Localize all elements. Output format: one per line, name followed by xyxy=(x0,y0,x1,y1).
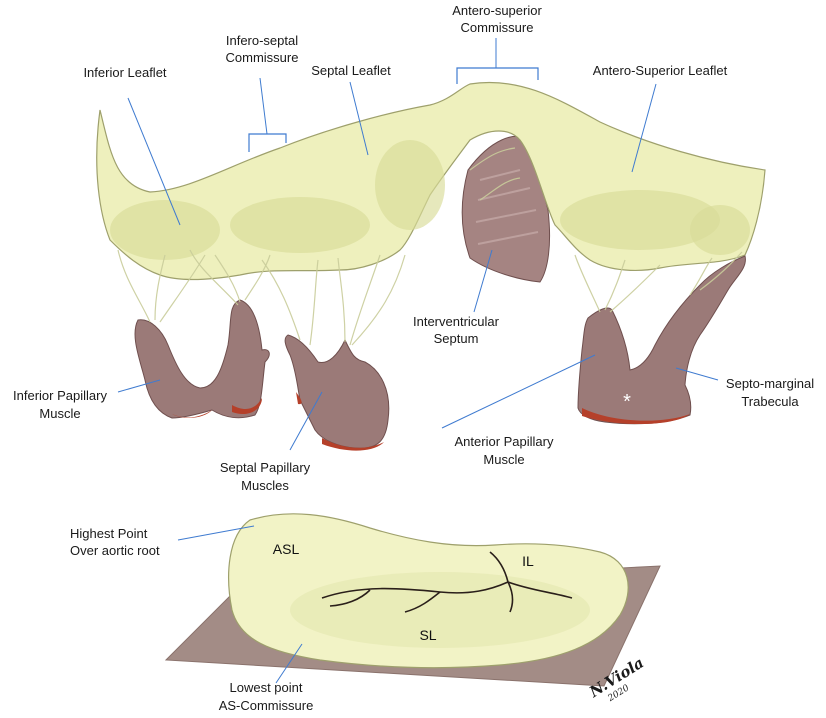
label-anterior-papillary-muscle-2: Muscle xyxy=(483,452,524,467)
label-septal-leaflet: Septal Leaflet xyxy=(311,63,391,78)
chordae-tendineae xyxy=(117,147,743,346)
label-lowest-point-1: Lowest point xyxy=(230,680,303,695)
top-labels: Antero-superior Commissure Infero-septal… xyxy=(13,3,814,493)
annulus-label-asl: ASL xyxy=(273,541,300,557)
label-infero-septal-commissure-2: Commissure xyxy=(226,50,299,65)
label-septo-marginal-trabecula-2: Trabecula xyxy=(741,394,799,409)
label-inferior-leaflet: Inferior Leaflet xyxy=(83,65,166,80)
label-highest-point-1: Highest Point xyxy=(70,526,148,541)
septal-papillary-muscles-shape xyxy=(284,334,390,449)
anterior-papillary-muscle-shape xyxy=(577,255,746,425)
infero-septal-commissure-bracket xyxy=(248,133,287,152)
label-inferior-papillary-muscle-2: Muscle xyxy=(39,406,80,421)
asterisk-marker: * xyxy=(623,391,631,413)
label-antero-superior-commissure-2: Commissure xyxy=(461,20,534,35)
leader-lines-bottom xyxy=(177,525,303,684)
label-interventricular-septum-2: Septum xyxy=(434,331,479,346)
label-infero-septal-commissure-1: Infero-septal xyxy=(226,33,298,48)
label-inferior-papillary-muscle-1: Inferior Papillary xyxy=(13,388,107,403)
label-interventricular-septum-1: Interventricular xyxy=(413,314,500,329)
label-antero-superior-commissure-1: Antero-superior xyxy=(452,3,542,18)
label-antero-superior-leaflet: Antero-Superior Leaflet xyxy=(593,63,728,78)
interventricular-septum-shape xyxy=(461,135,551,283)
annulus-drawing: ASL IL SL xyxy=(164,513,661,687)
label-anterior-papillary-muscle-1: Anterior Papillary xyxy=(455,434,554,449)
bottom-labels: Highest Point Over aortic root Lowest po… xyxy=(70,526,313,713)
label-septo-marginal-trabecula-1: Septo-marginal xyxy=(726,376,814,391)
label-highest-point-2: Over aortic root xyxy=(70,543,160,558)
label-lowest-point-2: AS-Commissure xyxy=(219,698,314,713)
coaptation-lines xyxy=(321,551,573,613)
leader-lines-top xyxy=(117,38,719,451)
annulus-label-il: IL xyxy=(522,553,534,569)
label-septal-papillary-muscles-2: Muscles xyxy=(241,478,289,493)
valve-apparatus-drawing: * xyxy=(96,67,766,451)
antero-superior-commissure-bracket xyxy=(456,67,539,84)
inferior-papillary-muscle-shape xyxy=(134,299,270,419)
annulus-label-sl: SL xyxy=(419,627,436,643)
label-septal-papillary-muscles-1: Septal Papillary xyxy=(220,460,311,475)
